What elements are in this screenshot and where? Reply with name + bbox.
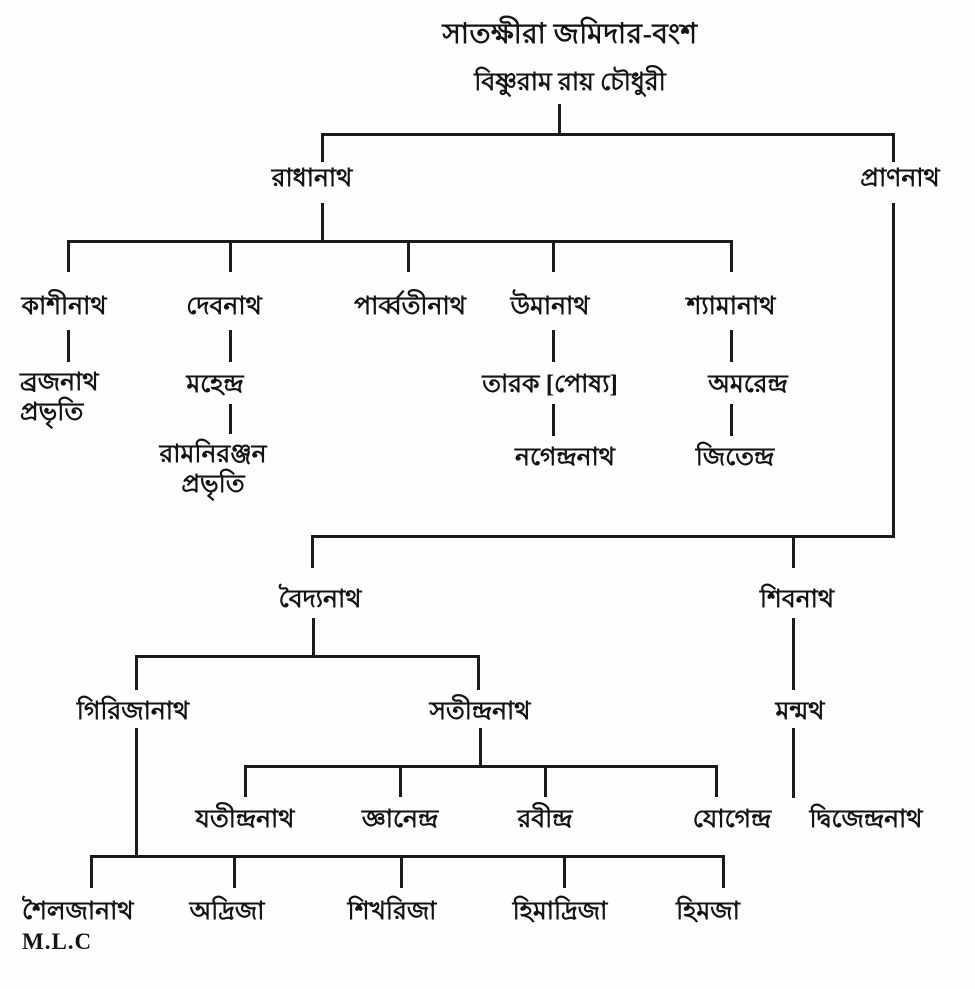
node-nagendranath: নগেন্দ্রনাথ	[515, 444, 615, 471]
node-ramniranjan-etc: প্রভৃতি	[181, 471, 245, 498]
connector-line	[67, 240, 70, 272]
node-parbbatinath: পার্ব্বতীনাথ	[354, 293, 466, 320]
node-brajanath: ব্রজনাথ প্রভৃতি	[20, 368, 99, 428]
node-shibnath: শিবনাথ	[759, 586, 835, 613]
connector-line	[135, 655, 138, 690]
connector-line	[730, 404, 733, 436]
connector-line	[321, 203, 324, 242]
node-shailajanath-name: শৈলজানাথ	[22, 898, 134, 925]
connector-line	[67, 330, 70, 362]
connector-line	[792, 618, 795, 690]
node-himaja: হিমজা	[676, 898, 740, 925]
node-manmatha: মন্মথ	[775, 698, 825, 725]
connector-line	[552, 240, 555, 272]
connector-line	[229, 240, 232, 272]
connector-line	[792, 535, 795, 568]
connector-line	[244, 765, 247, 797]
connector-line	[400, 855, 403, 888]
node-umanath: উমানাথ	[510, 293, 590, 320]
node-shyamanath: শ্যামানাথ	[686, 293, 776, 320]
node-prannath: প্রাণনাথ	[860, 165, 940, 192]
node-ramniranjan-name: রামনিরঞ্জন	[159, 441, 267, 468]
node-brajanath-etc: প্রভৃতি	[20, 399, 84, 426]
connector-line	[892, 203, 895, 537]
node-debnath: দেবনাথ	[186, 293, 262, 320]
connector-line	[552, 404, 555, 436]
connector-line	[233, 855, 236, 888]
connector-line	[407, 240, 410, 272]
connector-line	[552, 330, 555, 362]
connector-line	[792, 728, 795, 798]
node-himadrija: হিমাদ্রিজা	[512, 898, 608, 925]
connector-line	[90, 855, 725, 858]
node-rabindra: রবীন্দ্র	[517, 806, 573, 833]
connector-line	[479, 728, 482, 767]
node-ramniranjan: রামনিরঞ্জন প্রভৃতি	[160, 440, 267, 500]
connector-line	[730, 240, 733, 272]
connector-line	[90, 855, 93, 888]
page-title: সাতক্ষীরা জমিদার-বংশ	[442, 19, 698, 50]
node-adrija: অদ্রিজা	[189, 898, 265, 925]
connector-line	[399, 765, 402, 797]
connector-line	[244, 765, 718, 768]
connector-line	[558, 104, 561, 135]
connector-line	[135, 655, 480, 658]
node-brajanath-name: ব্রজনাথ	[20, 369, 99, 396]
node-radhanath: রাধানাথ	[271, 165, 353, 192]
node-amarendra: অমরেন্দ্র	[708, 371, 788, 398]
connector-line	[312, 618, 315, 657]
node-girijanath: গিরিজানাথ	[76, 698, 190, 725]
node-jitendra: জিতেন্দ্র	[695, 444, 775, 471]
node-baidyanath: বৈদ্যনাথ	[278, 586, 362, 613]
node-satindranath: সতীন্দ্রনাথ	[429, 698, 531, 725]
connector-line	[722, 855, 725, 888]
connector-line	[135, 728, 138, 857]
node-shailajanath-mlc: M.L.C	[22, 929, 93, 954]
node-shailajanath: শৈলজানাথ M.L.C	[22, 897, 134, 957]
connector-line	[311, 535, 314, 568]
node-shikharija: শিখরিজা	[347, 898, 437, 925]
connector-line	[229, 330, 232, 362]
node-jogendra: যোগেন্দ্র	[692, 806, 772, 833]
node-bishnuram-ray-chowdhury: বিষ্ণুরাম রায় চৌধুরী	[474, 69, 666, 96]
node-jatindranath: যতীন্দ্রনাথ	[195, 806, 295, 833]
connector-line	[311, 535, 895, 538]
connector-line	[715, 765, 718, 797]
connector-line	[229, 404, 232, 434]
node-tarak: তারক [পোষ্য]	[482, 371, 618, 398]
node-dwijendranath: দ্বিজেন্দ্রনাথ	[809, 806, 923, 833]
node-kashinath: কাশীনাথ	[21, 293, 107, 320]
node-gyanendra: জ্ঞানেন্দ্র	[361, 806, 439, 833]
connector-line	[892, 133, 895, 162]
connector-line	[321, 133, 895, 136]
connector-line	[563, 855, 566, 888]
node-mahendra: মহেন্দ্র	[186, 371, 244, 398]
connector-line	[321, 133, 324, 162]
connector-line	[730, 330, 733, 362]
connector-line	[67, 240, 733, 243]
connector-line	[477, 655, 480, 690]
connector-line	[544, 765, 547, 797]
